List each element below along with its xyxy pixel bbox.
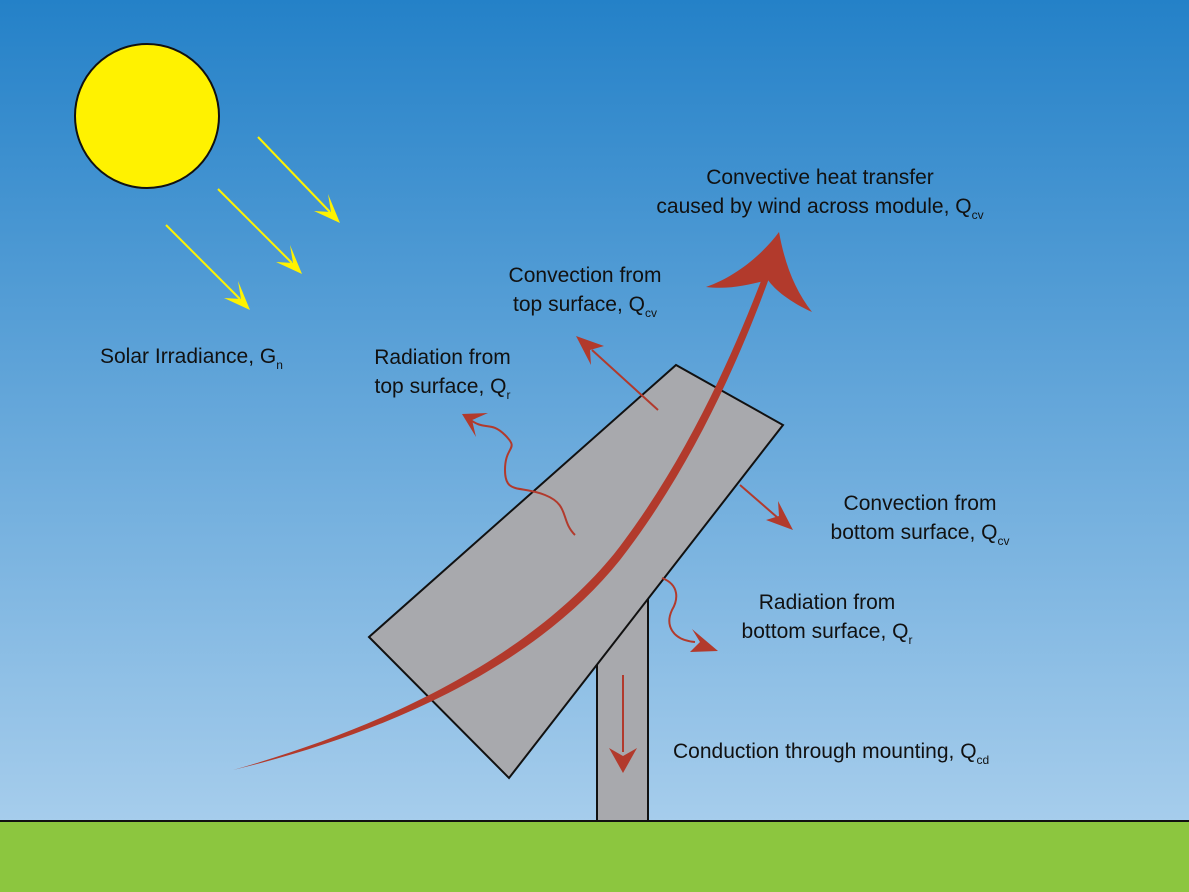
sun-icon [74,43,220,189]
convection-bottom-label: Convection from bottom surface, Qcv [830,492,1010,548]
radiation-bottom-head-icon [690,629,718,652]
convection-top-arrow [576,336,659,411]
radiation-top-arrow [465,416,576,536]
irradiance-arrow-icon [217,188,302,274]
irradiance-arrows [165,136,340,310]
irradiance-arrow-icon [257,136,340,223]
conduction-arrow [609,675,637,773]
radiation-bottom-arrow [661,577,696,643]
radiation-top-label: Radiation from top surface, Qr [374,346,511,402]
ground [0,820,1189,892]
solar-irradiance-label: Solar Irradiance, Gn [100,345,283,372]
radiation-top-head-icon [462,413,488,437]
irradiance-arrow-icon [165,224,250,310]
convection-bottom-arrow [739,484,793,530]
radiation-bottom-label: Radiation from bottom surface, Qr [741,591,913,647]
conduction-label: Conduction through mounting, Qcd [673,740,990,767]
convection-top-label: Convection from top surface, Qcv [508,264,662,320]
heat-flow-arrowhead-icon [706,232,812,312]
wind-convection-label: Convective heat transfer caused by wind … [656,166,984,222]
